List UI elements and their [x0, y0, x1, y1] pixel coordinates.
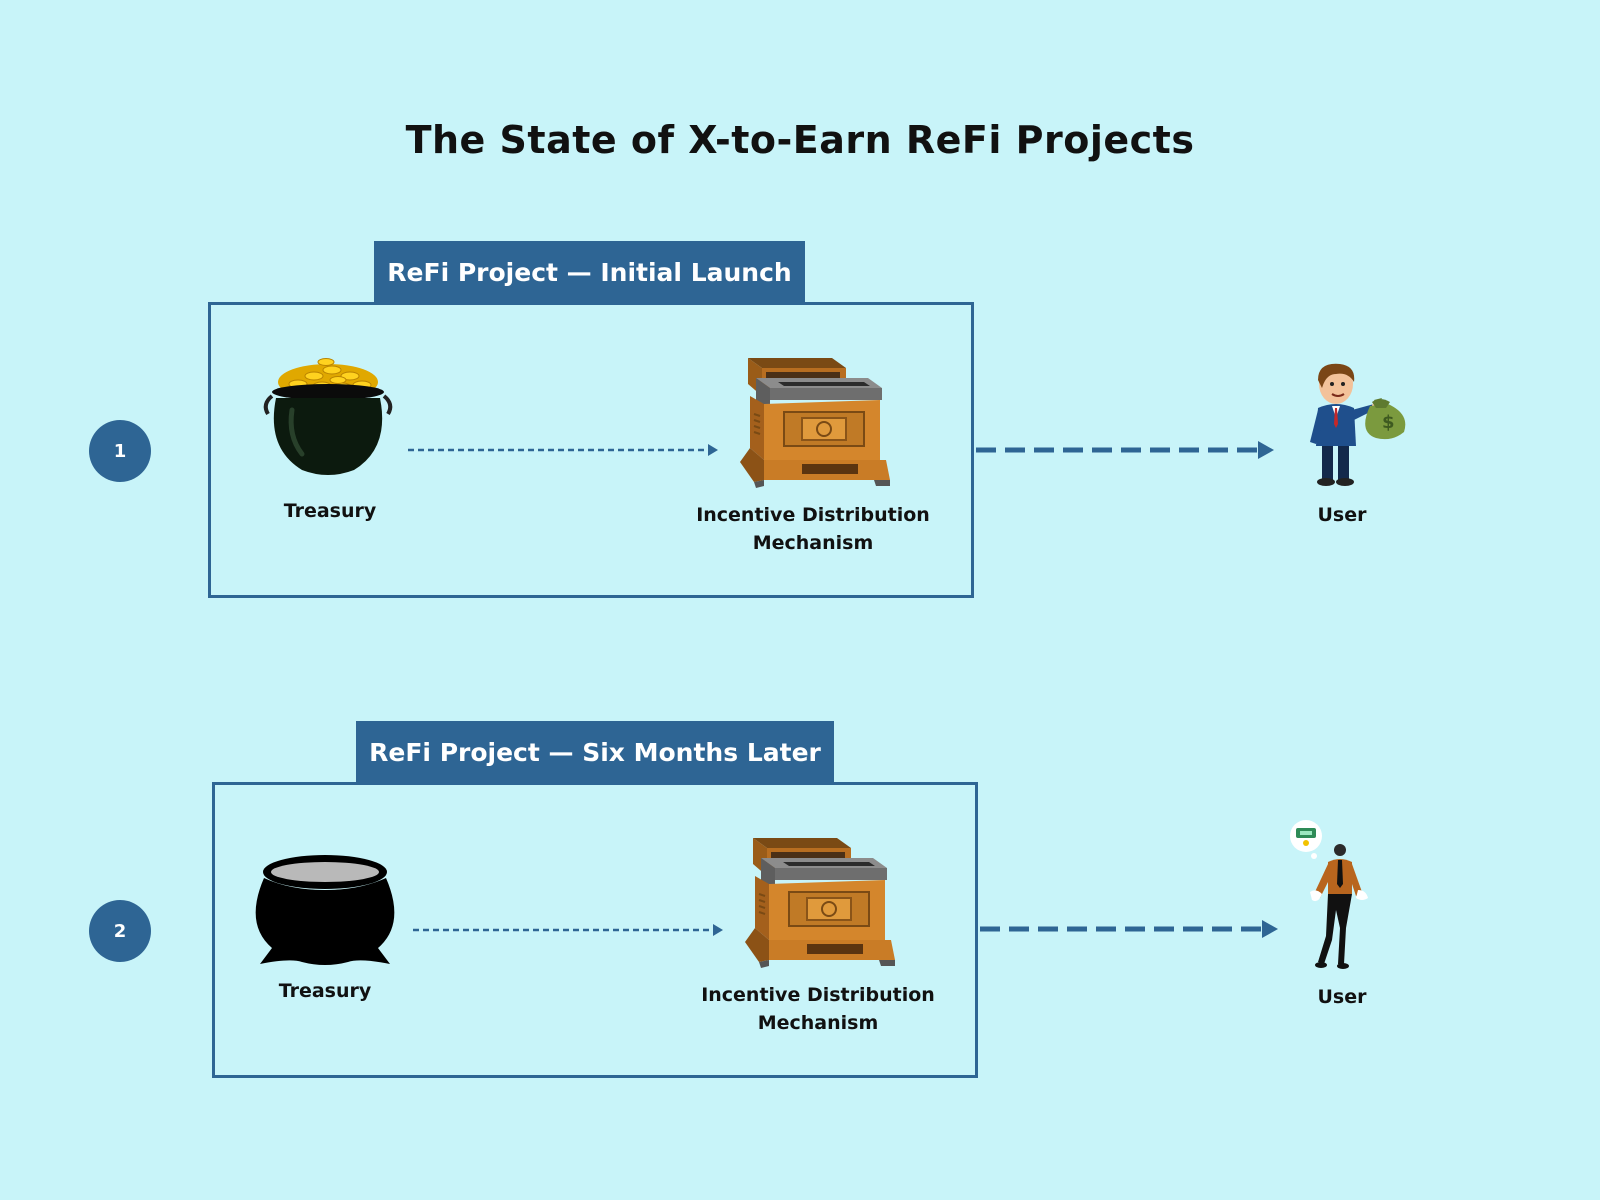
broke-user-icon — [1290, 820, 1368, 969]
panel-header-six-months-later: ReFi Project — Six Months Later — [356, 721, 834, 783]
panel-six-months-later — [212, 782, 978, 1078]
happy-user-icon: $ — [1310, 363, 1406, 486]
diagram-title: The State of X-to-Earn ReFi Projects — [405, 118, 1195, 162]
svg-text:$: $ — [1382, 412, 1395, 433]
empty-pot-icon — [255, 855, 395, 965]
treasury-label-1: Treasury — [283, 500, 377, 522]
step-badge-1: 1 — [89, 420, 151, 482]
mechanism-label-line1: Incentive Distribution — [701, 984, 935, 1006]
mechanism-label-2: Incentive Distribution Mechanism — [698, 981, 938, 1037]
flow-arrow-treasury-to-mechanism-1 — [408, 444, 718, 456]
flow-arrow-mechanism-to-user-1 — [976, 441, 1274, 459]
user-label-2: User — [1317, 986, 1367, 1008]
flow-arrow-mechanism-to-user-2 — [980, 920, 1278, 938]
panel-header-initial-launch: ReFi Project — Initial Launch — [374, 241, 805, 303]
step-badge-2: 2 — [89, 900, 151, 962]
treasury-label-2: Treasury — [278, 980, 372, 1002]
mechanism-label-line1: Incentive Distribution — [696, 504, 930, 526]
panel-initial-launch — [208, 302, 974, 598]
flow-arrow-treasury-to-mechanism-2 — [413, 924, 723, 936]
incentive-machine-icon — [740, 358, 890, 488]
full-pot-of-gold-icon — [263, 358, 393, 475]
mechanism-label-1: Incentive Distribution Mechanism — [693, 501, 933, 557]
mechanism-label-line2: Mechanism — [757, 1012, 879, 1034]
incentive-machine-icon — [745, 838, 895, 968]
mechanism-label-line2: Mechanism — [752, 532, 874, 554]
user-label-1: User — [1317, 504, 1367, 526]
